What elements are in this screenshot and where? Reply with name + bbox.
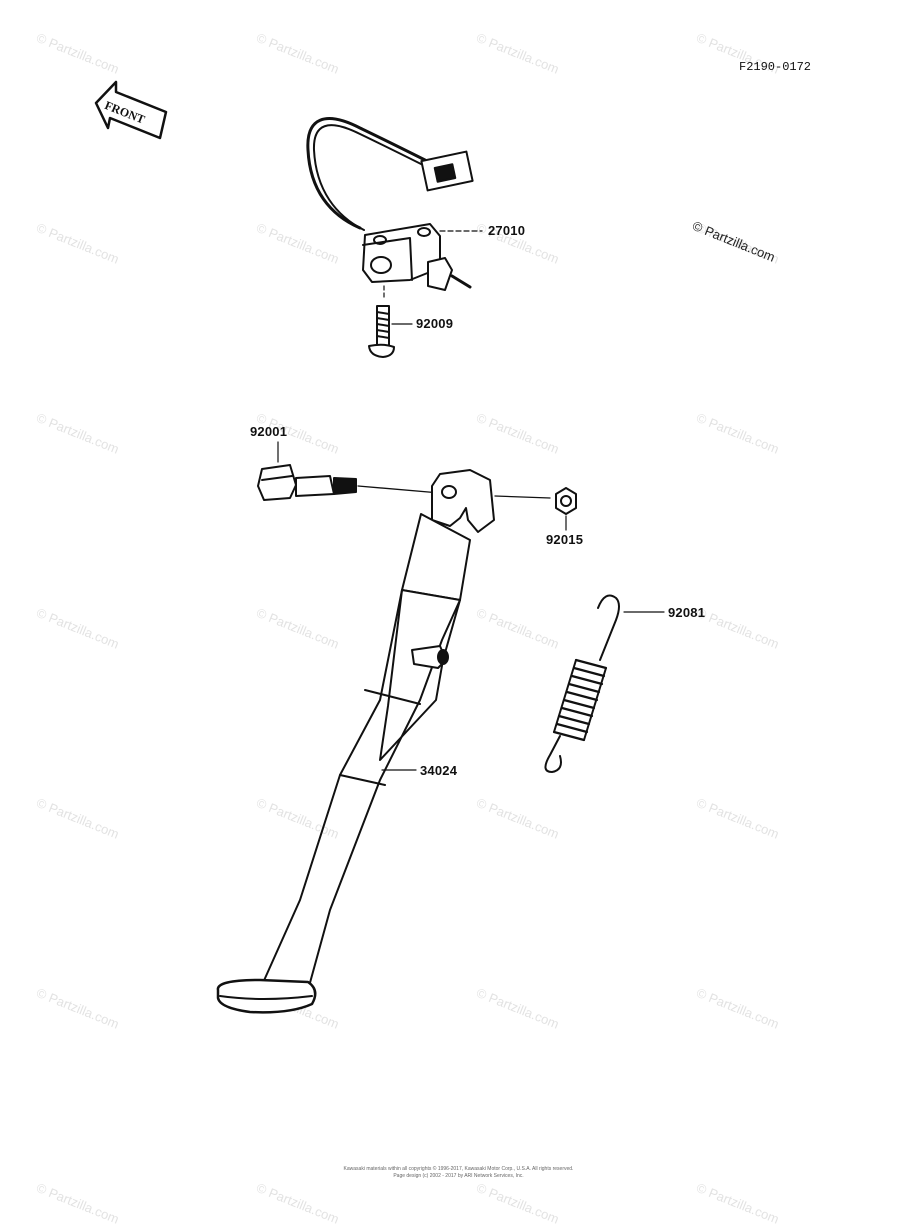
- screw-92009-drawing: [368, 305, 395, 358]
- exploded-view-drawing: [94, 80, 665, 1014]
- part-label-92015[interactable]: 92015: [546, 532, 584, 547]
- footer-legal: Kawasaki materials within all copyrights…: [300, 1166, 617, 1180]
- part-label-92001[interactable]: 92001: [250, 424, 288, 439]
- footer-line-1: Kawasaki materials within all copyrights…: [343, 1166, 574, 1172]
- parts-diagram-page: © Partzilla.com© Partzilla.com© Partzill…: [34, 30, 812, 1227]
- spring-92081-drawing: [544, 594, 620, 773]
- switch-27010-drawing: [306, 117, 474, 301]
- front-arrow-icon: [94, 80, 168, 140]
- part-label-92009[interactable]: 92009: [416, 316, 454, 331]
- part-label-92081[interactable]: 92081: [668, 605, 706, 620]
- leader-lines: [277, 230, 665, 771]
- stand-34024-drawing: [216, 469, 495, 1014]
- part-label-27010[interactable]: 27010: [488, 223, 526, 238]
- footer-line-2: Page design (c) 2002 - 2017 by ARI Netwo…: [393, 1173, 524, 1179]
- bolt-92001-drawing: [257, 464, 441, 501]
- figure-code: F2190-0172: [739, 60, 812, 74]
- nut-92015-drawing: [494, 487, 577, 515]
- part-label-34024[interactable]: 34024: [420, 763, 458, 778]
